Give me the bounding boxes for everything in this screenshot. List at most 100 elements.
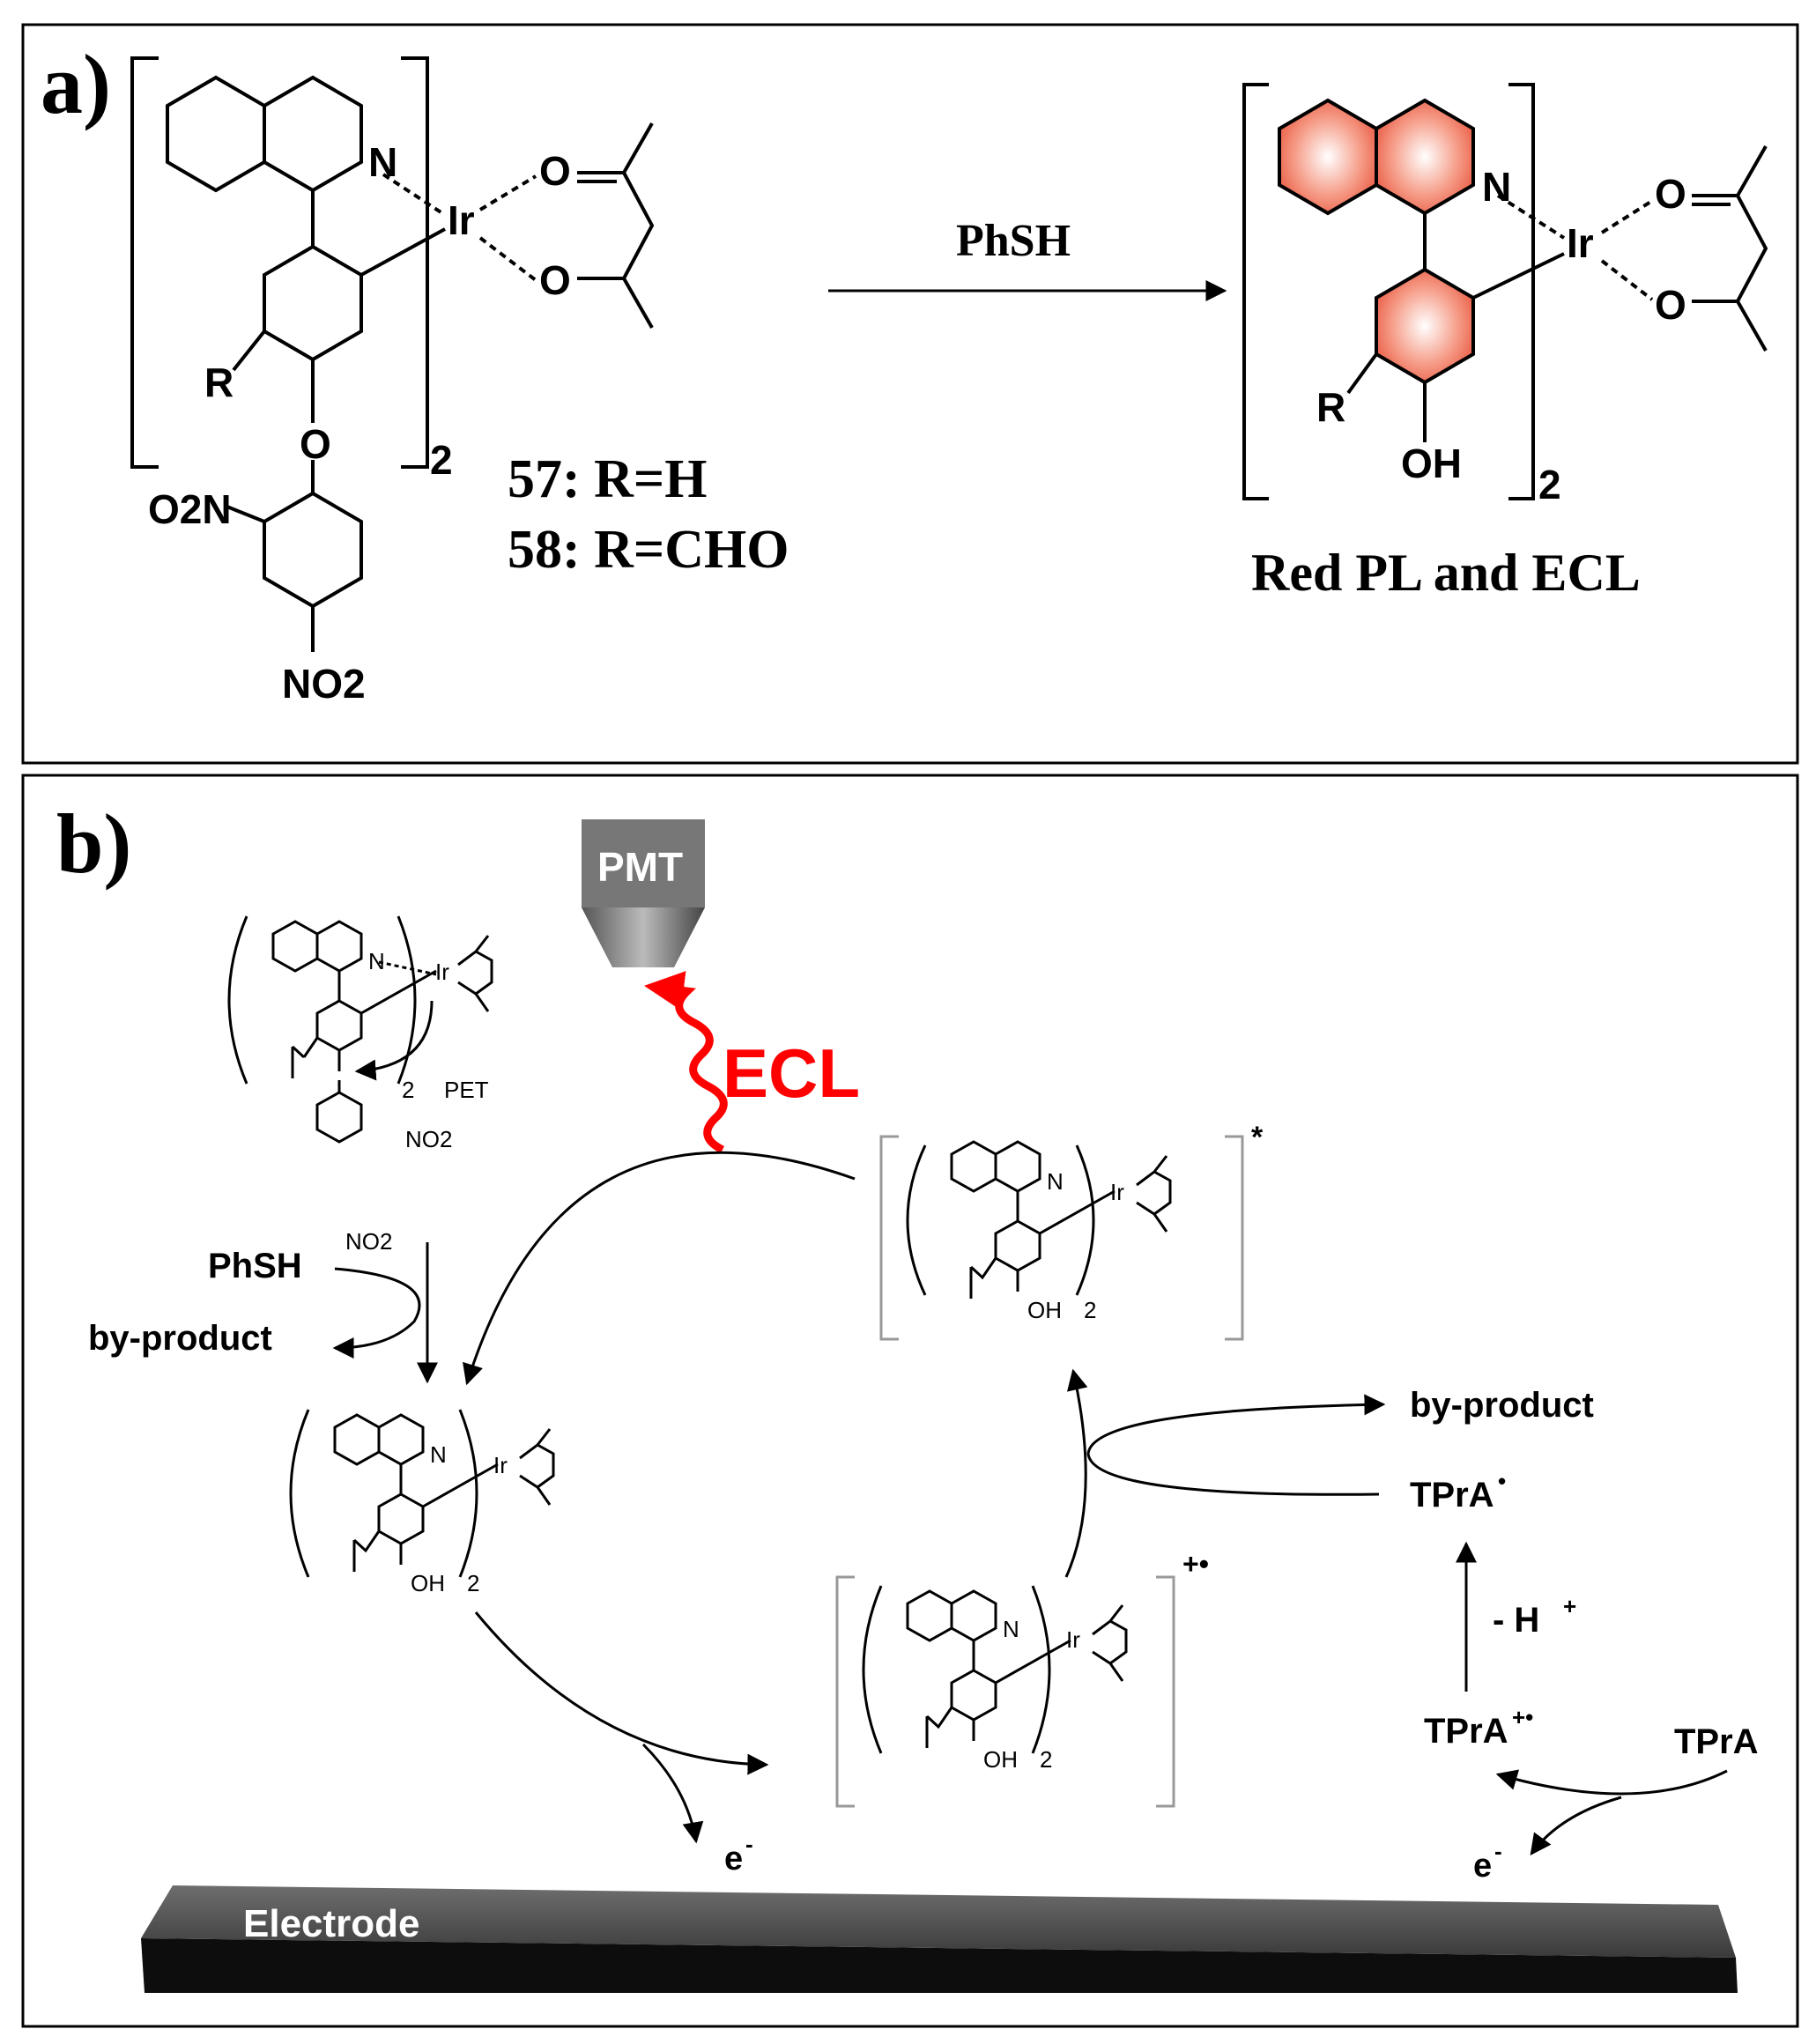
excited-pyridine-ring	[994, 1140, 1041, 1193]
product-benzo-ring	[1278, 98, 1378, 216]
excited-left-paren	[906, 1144, 927, 1296]
product-acac-backbone	[1692, 145, 1768, 352]
product-phenol-ring	[1375, 267, 1475, 385]
product-complex	[1242, 83, 1768, 500]
cation-radical-mark: +•	[1182, 1548, 1209, 1580]
product-left-bracket	[1242, 83, 1269, 500]
electrode-label: Electrode	[243, 1902, 420, 1945]
excited-benzo-ring	[950, 1140, 997, 1193]
no2-ortho-bond	[224, 504, 265, 523]
reactant-left-bracket	[130, 56, 159, 469]
excited-state-mark: *	[1251, 1121, 1264, 1154]
tpra-oxidation-arrow	[1495, 1769, 1728, 1796]
activated-phenol-ring	[377, 1492, 425, 1545]
probe-no2-para: NO2	[345, 1228, 392, 1255]
reactant-no2-ortho: O2N	[148, 486, 232, 532]
byproduct-right-label: by-product	[1410, 1386, 1594, 1425]
activated-oh: OH	[411, 1570, 445, 1596]
excited-right-bracket	[1225, 1135, 1244, 1341]
product-r-bond	[1346, 352, 1378, 395]
pmt-body	[582, 819, 705, 907]
oxidized-acac	[1092, 1604, 1128, 1682]
ir-o-lower-bond	[478, 236, 537, 282]
product-pyridine-ring	[1375, 98, 1475, 216]
product-c-ir-bond	[1472, 252, 1565, 300]
activated-left-paren	[289, 1409, 310, 1578]
c-ir-bond	[360, 227, 446, 277]
ecl-wave	[644, 971, 728, 1154]
product-atoms: N Ir O O R OH 2	[1316, 164, 1686, 507]
product-right-bracket	[1508, 83, 1535, 500]
electron-left-sup: -	[745, 1831, 753, 1857]
tpra-radical-cation-sup: +•	[1512, 1704, 1533, 1730]
reactant-atoms: N Ir O O R O O2N NO2 2	[148, 139, 571, 707]
activated-c-ir	[422, 1463, 499, 1508]
activated-cho	[352, 1530, 381, 1572]
relaxation-arrow	[463, 1151, 856, 1386]
pmt-label: PMT	[597, 844, 683, 890]
reactant-ether-o: O	[300, 421, 331, 467]
dinitrophenyl-ring	[263, 491, 363, 609]
electrode-top-face	[141, 1885, 1736, 1958]
excited-subscript: 2	[1084, 1297, 1096, 1323]
oxidized-left-paren	[862, 1585, 883, 1754]
product-ir-o-upper	[1600, 199, 1654, 234]
oxidized-ir: Ir	[1066, 1626, 1080, 1653]
product-n-atom: N	[1482, 164, 1511, 210]
phenyl-ring	[263, 244, 363, 362]
product-o-lower: O	[1655, 282, 1686, 328]
tpra-label: TPrA	[1674, 1722, 1759, 1761]
probe-n-ir	[378, 960, 437, 976]
isoquinoline-pyridine-ring	[263, 75, 363, 193]
oxidized-oh: OH	[983, 1746, 1018, 1773]
phsh-label: PhSH	[208, 1247, 302, 1285]
oxidized-cho	[925, 1707, 953, 1748]
oxidized-complex	[835, 1575, 1175, 1808]
reactant-ir-atom: Ir	[448, 197, 475, 243]
probe-left-paren	[227, 915, 248, 1085]
activated-n: N	[430, 1441, 447, 1468]
pet-label: PET	[444, 1077, 489, 1103]
ecl-label: ECL	[723, 1034, 860, 1112]
pet-arrow	[354, 1000, 434, 1081]
probe-atoms: N Ir 2 PET NO2 NO2	[345, 948, 489, 1255]
excited-phenol-ring	[994, 1219, 1041, 1272]
minus-h-sup: +	[1563, 1593, 1576, 1619]
electrode: Electrode	[141, 1885, 1738, 1993]
electron-right-label: e	[1473, 1848, 1492, 1885]
r-bond	[232, 330, 266, 372]
reactant-n-atom: N	[368, 139, 397, 185]
activated-ir: Ir	[493, 1452, 508, 1478]
excitation-arrow	[1064, 1368, 1088, 1578]
product-subscript: 2	[1538, 462, 1561, 507]
oxidized-n: N	[1003, 1616, 1019, 1642]
probe-phenyl-ring	[315, 999, 363, 1052]
probe-complex	[227, 915, 493, 1144]
electron-release-right	[1530, 1796, 1622, 1855]
probe-no2-ortho: NO2	[405, 1126, 452, 1152]
tpra-radical-dot: •	[1498, 1468, 1506, 1494]
compound-57-label: 57: R=H	[508, 449, 707, 509]
ir-o-upper-bond	[478, 174, 537, 211]
product-oh-group: OH	[1401, 441, 1462, 486]
tpra-radical-label: TPrA	[1410, 1476, 1494, 1514]
panel-a: a)	[21, 23, 1799, 765]
panel-b: b) PMT ECL N	[21, 774, 1799, 2028]
activated-atoms: N Ir OH 2	[411, 1441, 508, 1596]
product-n-ir-bond	[1496, 194, 1566, 240]
reactant-o-lower: O	[539, 257, 571, 303]
activated-complex	[289, 1409, 555, 1578]
panel-a-label: a)	[41, 37, 111, 131]
acac-backbone	[577, 122, 655, 329]
isoquinoline-benzo-ring	[166, 75, 266, 193]
electron-right-sup: -	[1494, 1838, 1502, 1864]
excited-oh: OH	[1027, 1297, 1062, 1323]
activated-pyridine-ring	[377, 1413, 425, 1466]
panel-b-frame	[21, 774, 1799, 2028]
excited-complex	[879, 1135, 1244, 1341]
product-ir-atom: Ir	[1567, 220, 1594, 266]
panel-a-frame	[21, 23, 1799, 765]
tpra-radical-curve	[1086, 1394, 1386, 1496]
probe-benzo-ring	[271, 920, 319, 973]
